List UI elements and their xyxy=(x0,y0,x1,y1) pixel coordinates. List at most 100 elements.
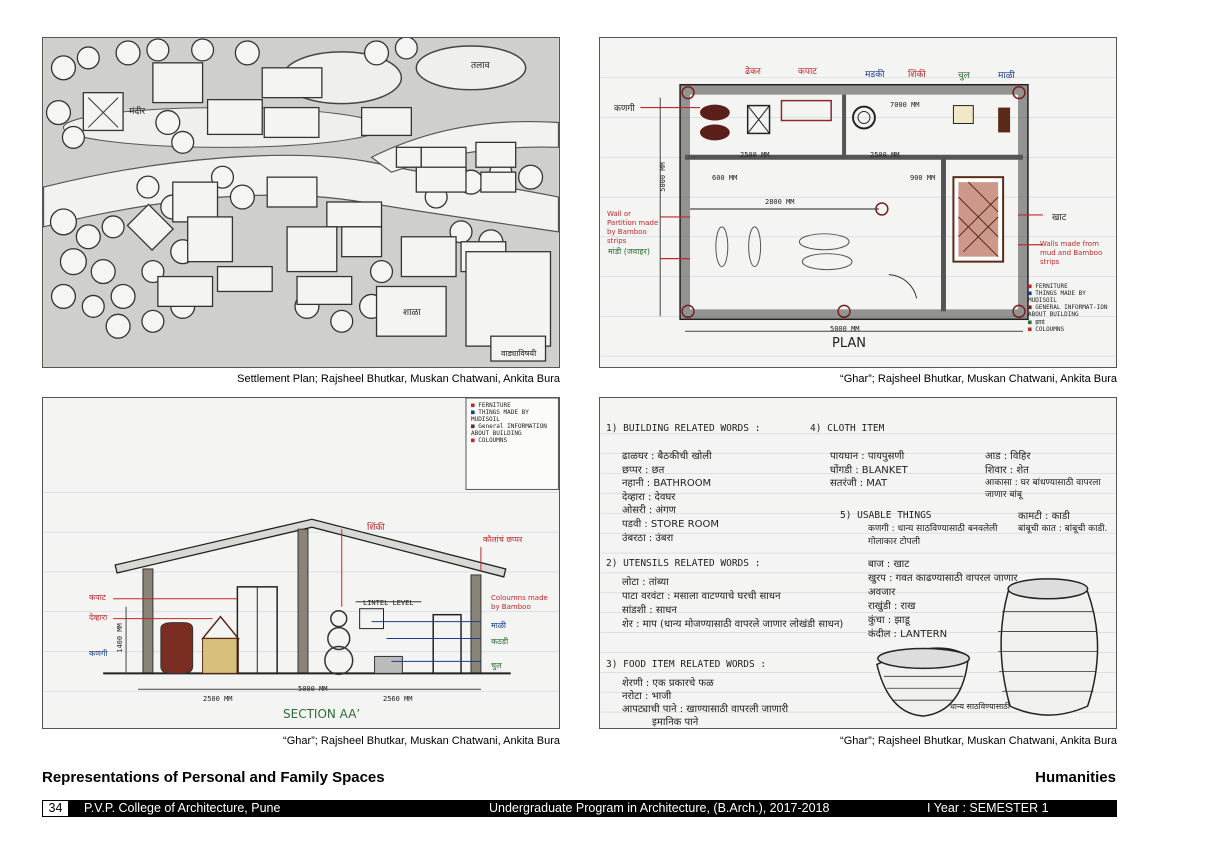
section-label-shinki: शिंकी xyxy=(367,523,385,533)
cloth-word: शिवार : शेत xyxy=(985,464,1029,476)
building-word: छप्पर : छत xyxy=(622,464,665,476)
words-heading-building: 1) BUILDING RELATED WORDS : xyxy=(606,423,761,434)
plan-label-dhekar: ढेकर xyxy=(745,67,761,77)
usable-word: कणगी : धान्य साठविण्यासाठी बनवलेली गोलाक… xyxy=(868,524,998,547)
plan-label-madki: मडकी xyxy=(865,70,885,80)
section-legend-item: ■ COLOUMNS xyxy=(471,437,508,444)
plan-dim-4: 600 MM xyxy=(712,174,738,182)
plan-label-mandi: मांडी (जवाहर) xyxy=(608,247,650,256)
food-word: नरोटा : भाजी xyxy=(622,691,672,702)
section-label-kathadi: कठडी xyxy=(491,637,509,646)
section-dim-4: 1400 MM xyxy=(115,623,124,653)
plan-label-walls: Walls made from mud and Bamboo strips xyxy=(1040,240,1103,266)
building-word: नहानी : BATHROOM xyxy=(622,478,712,490)
plan-dim-7: 2800 MM xyxy=(765,198,795,206)
building-word: उंबरठा : उंबरा xyxy=(622,532,674,544)
section-legend: ■ FERNITURE ■ THINGS MADE BY MUDISOIL ■ … xyxy=(471,402,559,444)
plan-title: PLAN xyxy=(832,336,866,351)
section-label-columns: Coloumns made by Bamboo xyxy=(491,594,548,611)
section-label-kapat: कपाट xyxy=(89,593,106,602)
words-heading-food: 3) FOOD ITEM RELATED WORDS : xyxy=(606,659,767,670)
section-title: SECTION AA’ xyxy=(283,707,361,721)
caption-words: “Ghar”; Rajsheel Bhutkar, Muskan Chatwan… xyxy=(840,735,1117,747)
section-label-mali: माळी xyxy=(491,621,507,630)
plan-legend-item: ■ झाडं xyxy=(1028,319,1045,326)
usable-word: बाज : खाट xyxy=(868,559,910,570)
label-site: वाड्याविषयी xyxy=(501,349,537,358)
usable-word: बांबूची कात : बांबूची काडी. xyxy=(1018,524,1108,534)
utensil-word: सांडशी : साधन xyxy=(622,605,677,616)
section-heading: Representations of Personal and Family S… xyxy=(42,769,385,786)
cloth-word: घोंगडी : BLANKET xyxy=(830,464,908,476)
words-heading-usable: 5) USABLE THINGS xyxy=(840,510,932,521)
house-plan-drawing: ढेकर कपाट मडकी शिंकी चुल माळी कणगी Wall … xyxy=(599,37,1117,368)
plan-label-kangi: कणगी xyxy=(614,104,635,114)
vocabulary-sheet: 1) BUILDING RELATED WORDS : 4) CLOTH ITE… xyxy=(599,397,1117,729)
cloth-word: आकासा : घर बांधण्यासाठी वापरला जाणार बां… xyxy=(985,478,1101,501)
building-words-list: ढाळघर : बैठकीची खोली छप्पर : छत नहानी : … xyxy=(622,450,719,545)
plan-dim-6: 5000 MM xyxy=(658,162,667,192)
plan-legend-item: ■ GENERAL INFORMAT-ION ABOUT BUILDING xyxy=(1028,304,1108,318)
footer-college: P.V.P. College of Architecture, Pune xyxy=(84,801,281,815)
label-pond: तलाव xyxy=(471,61,490,71)
cloth-word: आड : विहिर xyxy=(985,451,1031,462)
plan-label-khat: खाट xyxy=(1052,213,1067,223)
food-word: शेरणी : एक प्रकारचे फळ xyxy=(622,678,714,689)
plan-legend: ■ FERNITURE ■ THINGS MADE BY MUDISOIL ■ … xyxy=(1028,283,1116,333)
section-sketch xyxy=(43,398,559,692)
plan-dim-2: 2500 MM xyxy=(870,151,900,159)
cloth-word: पायघान : पायपुसणी xyxy=(830,451,905,462)
plan-label-chul: चुल xyxy=(958,71,970,81)
food-word: आपट्याची पाने : खाण्यासाठी वापरली जाणारी xyxy=(622,704,789,715)
plan-legend-item: ■ THINGS MADE BY MUDISOIL xyxy=(1028,290,1086,304)
building-word: पडवी : STORE ROOM xyxy=(622,518,719,530)
plan-sketch xyxy=(600,77,1116,357)
settlement-plan-drawing: मंदीर तलाव शाळा वाड्याविषयी xyxy=(42,37,560,368)
plan-legend-item: ■ FERNITURE xyxy=(1028,283,1068,290)
cloth-words-list: पायघान : पायपुसणी घोंगडी : BLANKET सतरंज… xyxy=(830,450,908,491)
building-word: ढाळघर : बैठकीची खोली xyxy=(622,451,712,462)
section-dim-2: 5000 MM xyxy=(298,685,328,693)
section-label-chul: चुल xyxy=(491,661,502,670)
plan-dim-5: 900 MM xyxy=(910,174,936,182)
footer-program: Undergraduate Program in Architecture, (… xyxy=(489,801,830,815)
section-legend-item: ■ FERNITURE xyxy=(471,402,511,409)
page-number: 34 xyxy=(42,800,69,817)
basket-label: धान्य साठविण्यासाठी xyxy=(950,702,1010,711)
section-legend-item: ■ THINGS MADE BY MUDISOIL xyxy=(471,409,529,423)
cloth-word: सतरंजी : MAT xyxy=(830,478,888,490)
label-temple: मंदीर xyxy=(129,107,146,117)
subject-heading: Humanities xyxy=(1035,769,1116,786)
footer-bar: 34 P.V.P. College of Architecture, Pune … xyxy=(42,800,1117,817)
caption-plan: “Ghar”; Rajsheel Bhutkar, Muskan Chatwan… xyxy=(840,373,1117,385)
section-label-kangi: कणगी xyxy=(89,649,108,658)
utensil-word: पाटा वरवंटा : मसाला वाटण्याचे घरची साधन xyxy=(622,591,781,602)
building-word: देव्हारा : देवघर xyxy=(622,491,676,503)
vocabulary-lines xyxy=(600,433,1116,717)
usable-word: राखुंडी : राख xyxy=(868,601,916,612)
usable-word: कामटी : काडी xyxy=(1018,511,1070,522)
section-legend-item: ■ General INFORMATION ABOUT BUILDING xyxy=(471,423,547,437)
plan-label-kapat: कपाट xyxy=(798,67,817,77)
section-dim-3: 2560 MM xyxy=(383,695,413,703)
utensil-word: लोटा : तांब्या xyxy=(622,577,669,588)
plan-label-shinki: शिंकी xyxy=(908,70,926,80)
usable-word: कंदील : LANTERN xyxy=(868,629,948,640)
plan-label-wall: Wall or Partition made by Bamboo strips xyxy=(607,210,659,245)
plan-label-mali: माळी xyxy=(998,71,1015,81)
label-school: शाळा xyxy=(403,308,421,318)
plan-legend-item: ■ COLOUMNS xyxy=(1028,326,1065,333)
usable-word: कुंचा : झाडू xyxy=(868,615,910,626)
utensil-words-list: लोटा : तांब्या पाटा वरवंटा : मसाला वाटण्… xyxy=(622,576,862,632)
plan-dim-8: 7000 MM xyxy=(890,101,920,109)
words-heading-cloth: 4) CLOTH ITEM xyxy=(810,423,885,434)
plan-dim-3: 5000 MM xyxy=(830,325,860,333)
plan-dim-1: 2500 MM xyxy=(740,151,770,159)
section-label-roof: कौलांचं छप्पर xyxy=(483,535,523,544)
caption-settlement: Settlement Plan; Rajsheel Bhutkar, Muska… xyxy=(237,373,560,385)
footer-year: I Year : SEMESTER 1 xyxy=(927,801,1049,815)
usable-words-list: कामटी : काडी कणगी : धान्य साठविण्यासाठी … xyxy=(868,510,1108,549)
cloth-words-list-2: आड : विहिर शिवार : शेत आकासा : घर बांधण्… xyxy=(985,450,1115,501)
usable-words-list-2: बाज : खाट खुरप : गवत काढण्यासाठी वापरल ज… xyxy=(868,558,1018,642)
building-word: ओसरी : अंगण xyxy=(622,505,676,517)
